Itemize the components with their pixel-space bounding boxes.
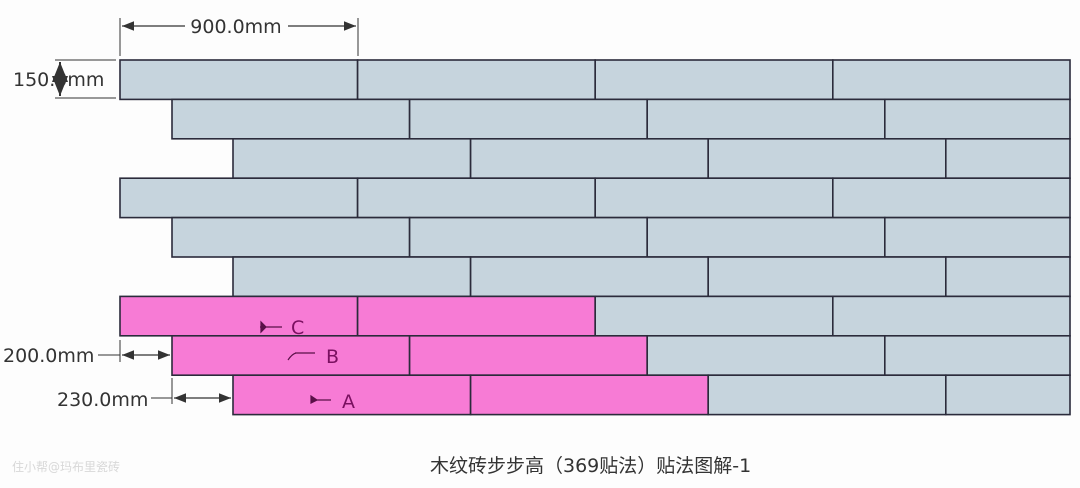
tile xyxy=(646,98,886,140)
dimension-label: 230.0mm xyxy=(57,389,148,411)
dimension-offset-b: 200.0mm xyxy=(3,340,170,367)
dimension-offset-a: 230.0mm xyxy=(57,378,231,411)
tile xyxy=(883,216,1071,258)
tile xyxy=(707,256,947,298)
tile xyxy=(356,177,597,219)
tile xyxy=(831,59,1071,101)
tile xyxy=(944,138,1071,180)
dimension-label: 150.0mm xyxy=(13,69,104,91)
tile xyxy=(594,177,834,219)
highlighted-tile xyxy=(171,334,411,376)
tile-grid xyxy=(119,59,1071,416)
tile xyxy=(646,334,886,376)
tile xyxy=(469,256,710,298)
dimension-tile-length: 900.0mm xyxy=(119,16,359,56)
tile-label-b: B xyxy=(287,346,339,368)
tile xyxy=(469,138,710,180)
tile xyxy=(944,256,1071,298)
tile xyxy=(171,98,411,140)
tile xyxy=(232,138,472,180)
tile xyxy=(356,59,597,101)
highlighted-tile xyxy=(469,374,710,416)
tile xyxy=(594,295,834,337)
tile xyxy=(594,59,834,101)
highlighted-tile xyxy=(232,374,472,416)
tile xyxy=(883,334,1071,376)
tile xyxy=(119,177,359,219)
tile xyxy=(119,59,359,101)
svg-text:C: C xyxy=(291,317,304,339)
tile xyxy=(883,98,1071,140)
tile xyxy=(831,295,1071,337)
highlighted-tile xyxy=(408,334,649,376)
tile xyxy=(232,256,472,298)
tile xyxy=(944,374,1071,416)
dimension-tile-height: 150.0mm xyxy=(13,59,116,99)
dimension-label: 200.0mm xyxy=(3,345,94,367)
dimension-label: 900.0mm xyxy=(190,16,281,38)
watermark: 住小帮@玛布里瓷砖 xyxy=(12,460,121,474)
svg-text:B: B xyxy=(326,346,339,368)
tile xyxy=(171,216,411,258)
tile xyxy=(408,98,649,140)
tile xyxy=(707,374,947,416)
tile-label-a: A xyxy=(310,391,355,413)
tile xyxy=(707,138,947,180)
tile xyxy=(831,177,1071,219)
diagram-caption: 木纹砖步步高（369贴法）贴法图解-1 xyxy=(430,455,752,477)
tile xyxy=(408,216,649,258)
tile-label-c: C xyxy=(260,317,304,339)
tile xyxy=(646,216,886,258)
svg-text:A: A xyxy=(342,391,355,413)
highlighted-tile xyxy=(119,295,359,337)
highlighted-tile xyxy=(356,295,597,337)
